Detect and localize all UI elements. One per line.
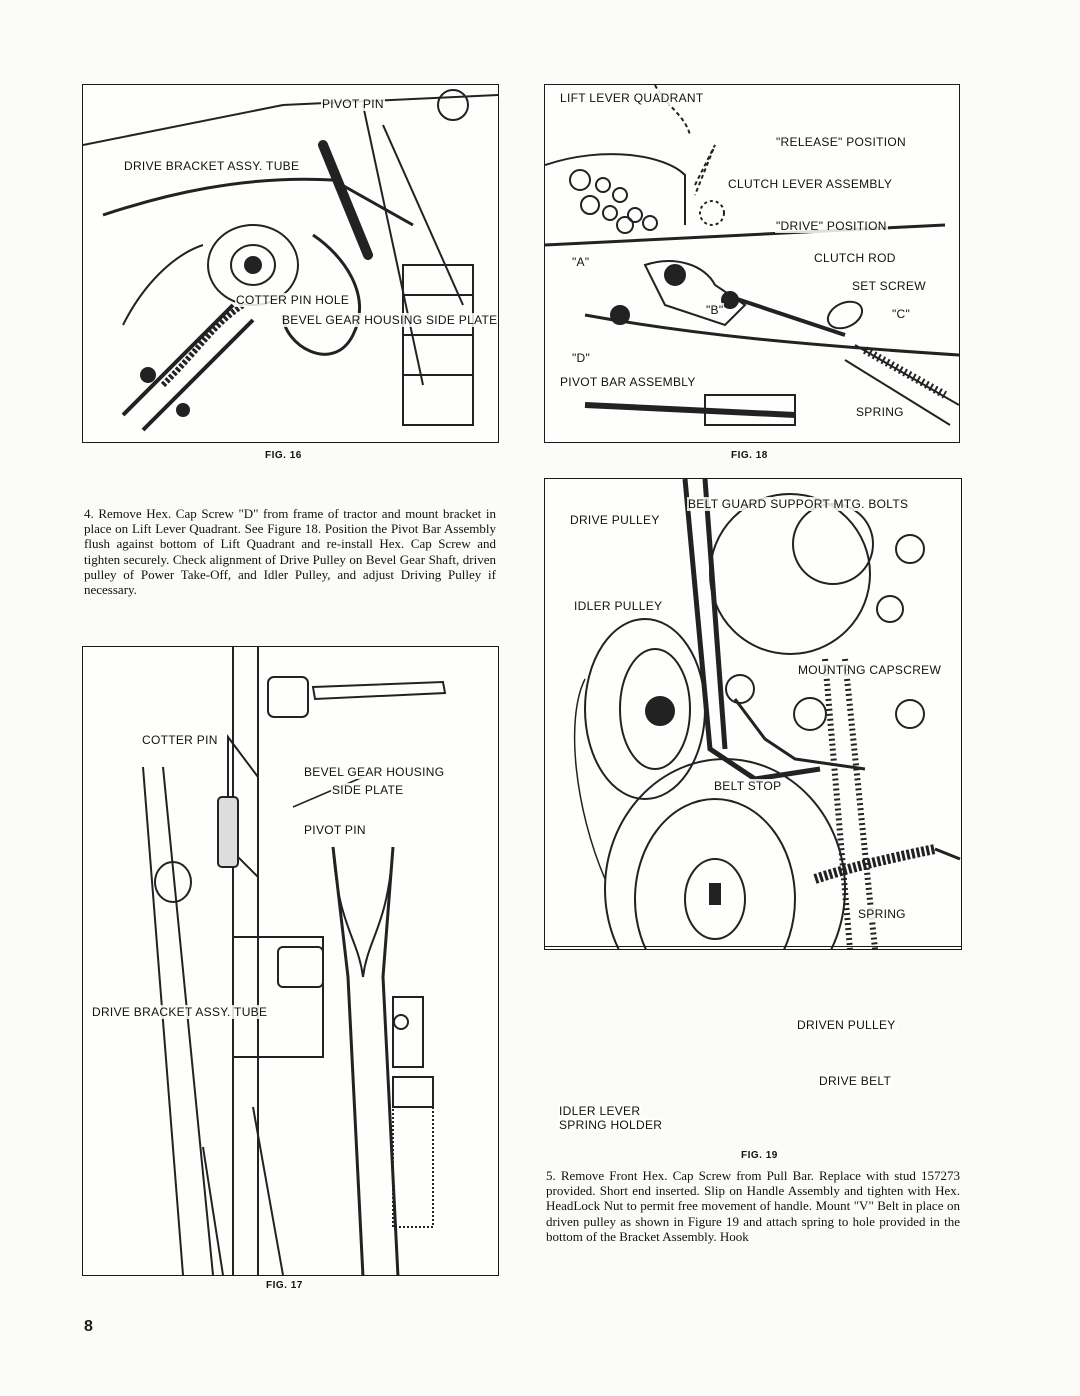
fig19-mounting-capscrew-label: MOUNTING CAPSCREW <box>797 663 943 677</box>
fig18-spring-label: SPRING <box>855 405 905 419</box>
fig16-cotter-pin-hole-label: COTTER PIN HOLE <box>235 293 351 307</box>
fig17-drive-bracket-label: DRIVE BRACKET ASSY. TUBE <box>91 1005 269 1019</box>
fig17-bevel-gear-label-1: BEVEL GEAR HOUSING <box>303 765 446 779</box>
figure-18: LIFT LEVER QUADRANT "RELEASE" POSITION C… <box>544 84 960 443</box>
step-5-paragraph: 5. Remove Front Hex. Cap Screw from Pull… <box>546 1168 960 1244</box>
step-4-paragraph: 4. Remove Hex. Cap Screw "D" from frame … <box>84 506 496 598</box>
fig17-bevel-gear-label-2: SIDE PLATE <box>331 783 405 797</box>
fig16-caption: FIG. 16 <box>265 450 302 461</box>
fig16-pivot-pin-label: PIVOT PIN <box>321 97 385 111</box>
fig19-idler-lever-label-1: IDLER LEVER <box>558 1104 642 1118</box>
fig17-pivot-pin-label: PIVOT PIN <box>303 823 367 837</box>
fig18-caption: FIG. 18 <box>731 450 768 461</box>
fig18-clutch-rod-label: CLUTCH ROD <box>813 251 897 265</box>
fig18-pivot-bar-label: PIVOT BAR ASSEMBLY <box>559 375 697 389</box>
fig18-a-label: "A" <box>571 255 591 269</box>
figure-17: COTTER PIN BEVEL GEAR HOUSING SIDE PLATE… <box>82 646 499 1276</box>
fig18-b-label: "B" <box>705 303 725 317</box>
figure-16-illustration <box>83 89 498 432</box>
fig18-clutch-lever-label: CLUTCH LEVER ASSEMBLY <box>727 177 894 191</box>
figure-17-illustration <box>142 647 447 1275</box>
fig18-d-label: "D" <box>571 351 592 365</box>
fig18-lift-lever-label: LIFT LEVER QUADRANT <box>559 91 705 105</box>
fig19-belt-guard-label: BELT GUARD SUPPORT MTG. BOLTS <box>687 497 910 511</box>
fig19-spring-label: SPRING <box>857 907 907 921</box>
fig18-c-label: "C" <box>891 307 912 321</box>
fig17-caption: FIG. 17 <box>266 1280 303 1291</box>
figure-19-lower <box>544 946 962 947</box>
fig19-driven-pulley-label: DRIVEN PULLEY <box>796 1018 897 1032</box>
fig19-belt-stop-label: BELT STOP <box>713 779 783 793</box>
fig16-bevel-gear-label: BEVEL GEAR HOUSING SIDE PLATE <box>281 313 498 327</box>
figure-19: BELT GUARD SUPPORT MTG. BOLTS DRIVE PULL… <box>544 478 962 950</box>
figure-19-illustration <box>573 479 961 949</box>
fig18-drive-position-label: "DRIVE" POSITION <box>775 219 888 233</box>
fig17-cotter-pin-label: COTTER PIN <box>141 733 219 747</box>
figure-16: PIVOT PIN DRIVE BRACKET ASSY. TUBE COTTE… <box>82 84 499 443</box>
fig18-set-screw-label: SET SCREW <box>851 279 927 293</box>
fig19-drive-pulley-label: DRIVE PULLEY <box>569 513 661 527</box>
fig16-drive-bracket-label: DRIVE BRACKET ASSY. TUBE <box>123 159 301 173</box>
page-number: 8 <box>84 1318 93 1335</box>
fig19-drive-belt-label: DRIVE BELT <box>818 1074 893 1088</box>
fig19-idler-pulley-label: IDLER PULLEY <box>573 599 664 613</box>
fig19-caption: FIG. 19 <box>741 1150 778 1161</box>
fig19-idler-lever-label-2: SPRING HOLDER <box>558 1118 664 1132</box>
fig18-release-label: "RELEASE" POSITION <box>775 135 907 149</box>
